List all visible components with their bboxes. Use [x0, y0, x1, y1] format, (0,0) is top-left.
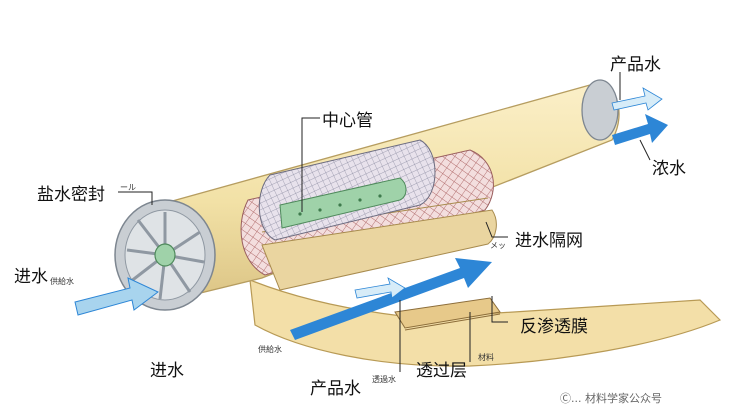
leader-center-tube: [301, 117, 320, 212]
feed-arrow-bottom: [290, 258, 492, 340]
leader-concentrate: [639, 139, 651, 161]
product-arrow-center: [354, 277, 406, 299]
leader-brine-seal: [118, 191, 153, 205]
label-product-water-bottom: 产品水: [310, 379, 361, 399]
label-feed-water-bottom: 进水: [150, 361, 184, 381]
permeate-pocket: [394, 297, 501, 329]
membrane-layer: [261, 209, 497, 291]
label-permeate-small: 透過水: [372, 375, 396, 384]
center-tube: [279, 177, 407, 229]
label-brine-seal-small: ール: [120, 183, 136, 192]
label-brine-seal: 盐水密封: [37, 185, 105, 205]
leader-feed-spacer: [485, 221, 508, 238]
label-ro-membrane: 反渗透膜: [520, 317, 588, 337]
product-arrow-top: [611, 87, 663, 111]
label-product-water-top: 产品水: [610, 55, 661, 75]
label-feed-small-bottom: 供給水: [258, 345, 282, 354]
right-end-cap: [581, 79, 619, 141]
leader-ro-membrane: [491, 296, 508, 323]
concentrate-arrow: [612, 114, 668, 145]
label-feed-small-left: 供給水: [50, 277, 74, 286]
label-material-small: 材料: [478, 353, 494, 362]
membrane-leaf: [249, 279, 722, 367]
label-permeate-layer: 透过层: [416, 361, 467, 381]
label-center-tube: 中心管: [322, 111, 373, 131]
label-feed-spacer-small: メッ: [490, 241, 506, 250]
label-feed-spacer: 进水隔网: [515, 231, 583, 251]
watermark: Ⓒ... 材料学家公众号: [560, 392, 662, 405]
label-feed-water-left: 进水: [14, 267, 48, 287]
feed-arrow-left: [74, 277, 159, 316]
label-concentrate: 浓水: [652, 159, 686, 179]
